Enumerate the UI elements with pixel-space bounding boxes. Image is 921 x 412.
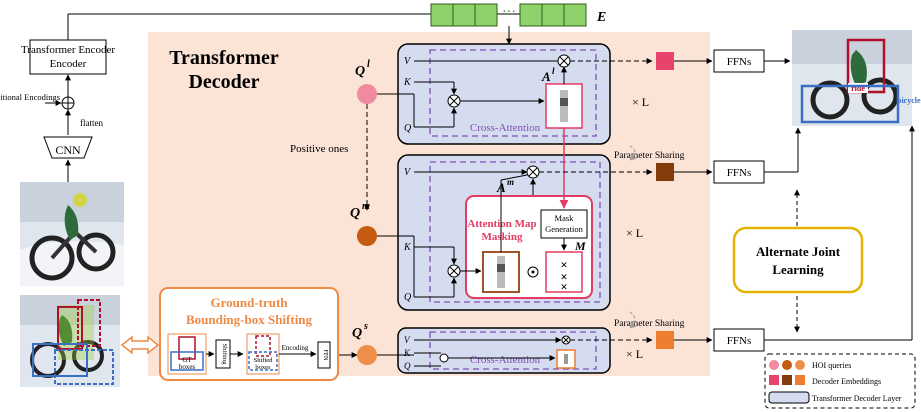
a-l-label: A (541, 69, 551, 84)
q-label-1: Q (404, 123, 412, 134)
legend-hoi-queries: HOI queries (812, 361, 851, 370)
embedding-label: E (596, 10, 606, 25)
q-s-query (357, 345, 377, 365)
m-label: M (574, 239, 586, 253)
q-s-label: Q (352, 326, 362, 341)
gt-shifting-box: Ground-truth Bounding-box Shifting GT bo… (160, 288, 338, 380)
mask-generation-label-1: Mask (555, 213, 575, 223)
mask-cross-1: ✕ (560, 260, 568, 270)
positional-encodings-label: Positional Encodings (0, 92, 60, 102)
decoder-title-2: Decoder (188, 71, 259, 93)
q-s-sup: s (363, 321, 368, 332)
embedding-s (656, 331, 674, 349)
k-label-2: K (403, 242, 412, 253)
encoding-label: Encoding (282, 344, 309, 352)
shifted-label-1: Shifted (254, 357, 274, 364)
positive-ones-label: Positive ones (290, 143, 348, 155)
cross-attention-label-3: Cross-Attention (470, 354, 541, 366)
embedding-m (656, 163, 674, 181)
attention-map-masking-label-2: Masking (482, 231, 523, 243)
cross-attention-label-1: Cross-Attention (470, 122, 541, 134)
legend: HOI queries Decoder Embeddings Transform… (765, 354, 915, 408)
q-m-query (357, 226, 377, 246)
decoder-title-1: Transformer (169, 47, 279, 69)
gt-image (20, 295, 120, 387)
q-l-label: Q (355, 64, 365, 79)
times-l-1: × L (632, 95, 649, 109)
q-m-sup: m (362, 201, 370, 212)
gt-label-2: boxes (179, 363, 196, 371)
shifting-op-label: Shifting (221, 344, 228, 366)
embedding-strip: ··· E (431, 4, 606, 26)
attention-map-masking-label-1: Attention Map (467, 218, 536, 230)
q-m-label: Q (350, 206, 360, 221)
ffns-label-3: FFNs (727, 335, 751, 347)
ffns-label-2: FFNs (727, 167, 751, 179)
transformer-encoder-label-1: Transformer Encoder (21, 44, 115, 56)
shifted-label-2: boxes (255, 364, 271, 371)
q-label-3: Q (404, 361, 411, 371)
alternate-label-2: Learning (772, 262, 824, 277)
output-image: ride bicycle (792, 30, 921, 126)
k-label-1: K (403, 77, 412, 88)
bicycle-label: bicycle (897, 96, 921, 105)
embedding-l (656, 52, 674, 70)
alternate-label-1: Alternate Joint (756, 244, 841, 259)
times-l-3: × L (626, 347, 643, 361)
decoder-layer-2: V K Q A m Attention Map Masking Mask Gen… (398, 155, 643, 310)
alternate-joint-learning-box (734, 228, 862, 292)
cnn-label: CNN (55, 143, 81, 157)
mask-generation-label-2: Generation (545, 224, 584, 234)
parameter-sharing-1: Parameter Sharing (614, 151, 685, 161)
legend-decoder-layer: Transformer Decoder Layer (812, 394, 902, 403)
mask-cross-2: ✕ (560, 272, 568, 282)
shifting-title-1: Ground-truth (210, 295, 288, 310)
transformer-encoder-label-2: Encoder (50, 58, 87, 70)
q-l-sup: l (367, 59, 370, 70)
svg-text:···: ··· (502, 5, 516, 20)
times-l-2: × L (626, 226, 643, 240)
legend-decoder-embeddings: Decoder Embeddings (812, 377, 881, 386)
mask-cross-3: ✕ (560, 282, 568, 292)
q-l-query (357, 84, 377, 104)
input-image (20, 182, 124, 286)
shift-ffn-label: FFN (322, 349, 328, 361)
decoder-layer-3: Cross-Attention V K Q × L (398, 328, 643, 373)
shifting-title-2: Bounding-box Shifting (186, 312, 313, 327)
ffns-label-1: FFNs (727, 56, 751, 68)
parameter-sharing-2: Parameter Sharing (614, 319, 685, 329)
k-label-3: K (403, 348, 411, 358)
flatten-label: flatten (80, 118, 103, 128)
q-label-2: Q (404, 292, 412, 303)
